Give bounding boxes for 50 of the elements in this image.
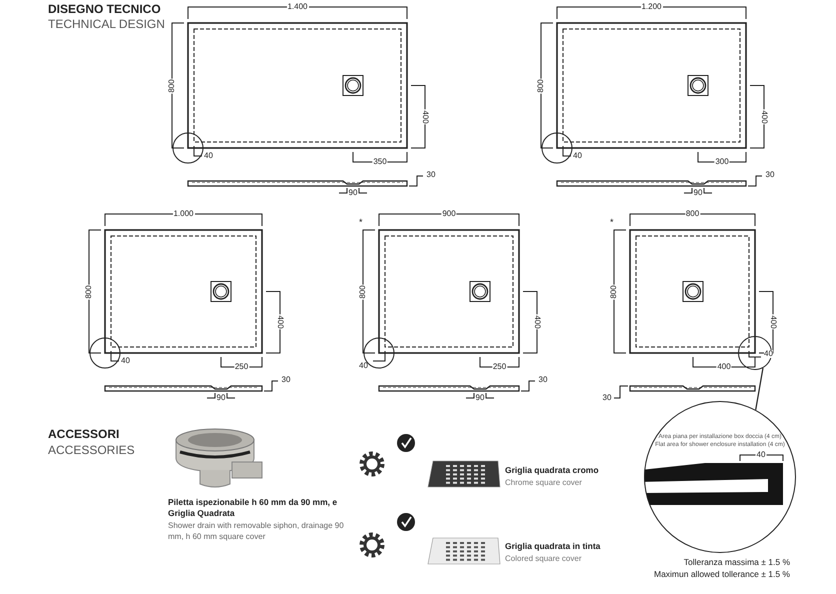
tolerance-note: Maximun allowed tollerance ± 1.5 % bbox=[654, 570, 790, 578]
dimension-label: 300 bbox=[714, 158, 730, 166]
detail-marker-circle bbox=[738, 336, 772, 370]
dimension-label: 400 bbox=[276, 314, 284, 330]
dimension-label: 400 bbox=[760, 109, 768, 124]
asterisk-mark: * bbox=[610, 218, 614, 227]
dimension-label: 40 bbox=[756, 451, 766, 459]
dimension-label: 30 bbox=[602, 394, 612, 402]
dimension-label: 90 bbox=[348, 189, 358, 197]
dimension-label: 400 bbox=[716, 363, 732, 371]
asterisk-mark: * bbox=[359, 218, 363, 227]
leader-line bbox=[755, 368, 764, 410]
dimension-label: 90 bbox=[474, 394, 486, 402]
dimension-label: 30 bbox=[426, 171, 436, 179]
dimension-label: 40 bbox=[121, 357, 130, 365]
product-description: Shower drain with removable siphon, drainage 90 mm, h 60 mm square cover bbox=[168, 521, 345, 543]
dimension-label: 250 bbox=[492, 363, 508, 371]
dimension-label: 800 bbox=[610, 284, 618, 300]
dimension-label: 40 bbox=[359, 362, 368, 370]
section-subheading: ACCESSORIES bbox=[48, 444, 135, 456]
dimension-label: 250 bbox=[234, 363, 250, 371]
section-subheading: TECHNICAL DESIGN bbox=[48, 18, 165, 30]
product-title: Piletta ispezionabile h 60 mm da 90 mm, e Griglia Quadrata bbox=[168, 497, 338, 520]
dimension-label: 90 bbox=[692, 189, 704, 197]
section-heading: ACCESSORI bbox=[48, 428, 120, 440]
dimension-label: 900 bbox=[441, 210, 457, 218]
dimension-label: 400 bbox=[769, 314, 777, 330]
dimension-label: 1.400 bbox=[286, 3, 309, 11]
product-description: Chrome square cover bbox=[505, 479, 582, 487]
dimension-label: 30 bbox=[280, 376, 292, 384]
product-description: Colored square cover bbox=[505, 555, 582, 563]
dimension-label: 800 bbox=[359, 284, 367, 300]
dimension-label: 400 bbox=[533, 314, 541, 330]
dimension-label: 350 bbox=[372, 158, 388, 166]
dimension-label: 400 bbox=[421, 109, 429, 124]
dimension-label: 1.000 bbox=[172, 210, 195, 218]
dimension-label: 30 bbox=[538, 376, 548, 384]
product-name: Griglia quadrata in tinta bbox=[505, 542, 600, 550]
dimension-label: 30 bbox=[764, 171, 776, 179]
section-heading: DISEGNO TECNICO bbox=[48, 3, 161, 15]
dimension-label: 800 bbox=[537, 78, 545, 94]
product-name: Griglia quadrata cromo bbox=[505, 466, 599, 474]
dimension-label: 40 bbox=[204, 152, 213, 160]
dimension-label: 800 bbox=[168, 78, 176, 94]
dimension-label: 40 bbox=[573, 152, 582, 160]
dimension-label: 800 bbox=[684, 210, 700, 218]
dimension-label: 800 bbox=[85, 284, 93, 300]
dimension-label: 90 bbox=[216, 394, 226, 402]
dimension-label: 1.200 bbox=[640, 3, 663, 11]
dimension-label: 40 bbox=[764, 350, 773, 358]
